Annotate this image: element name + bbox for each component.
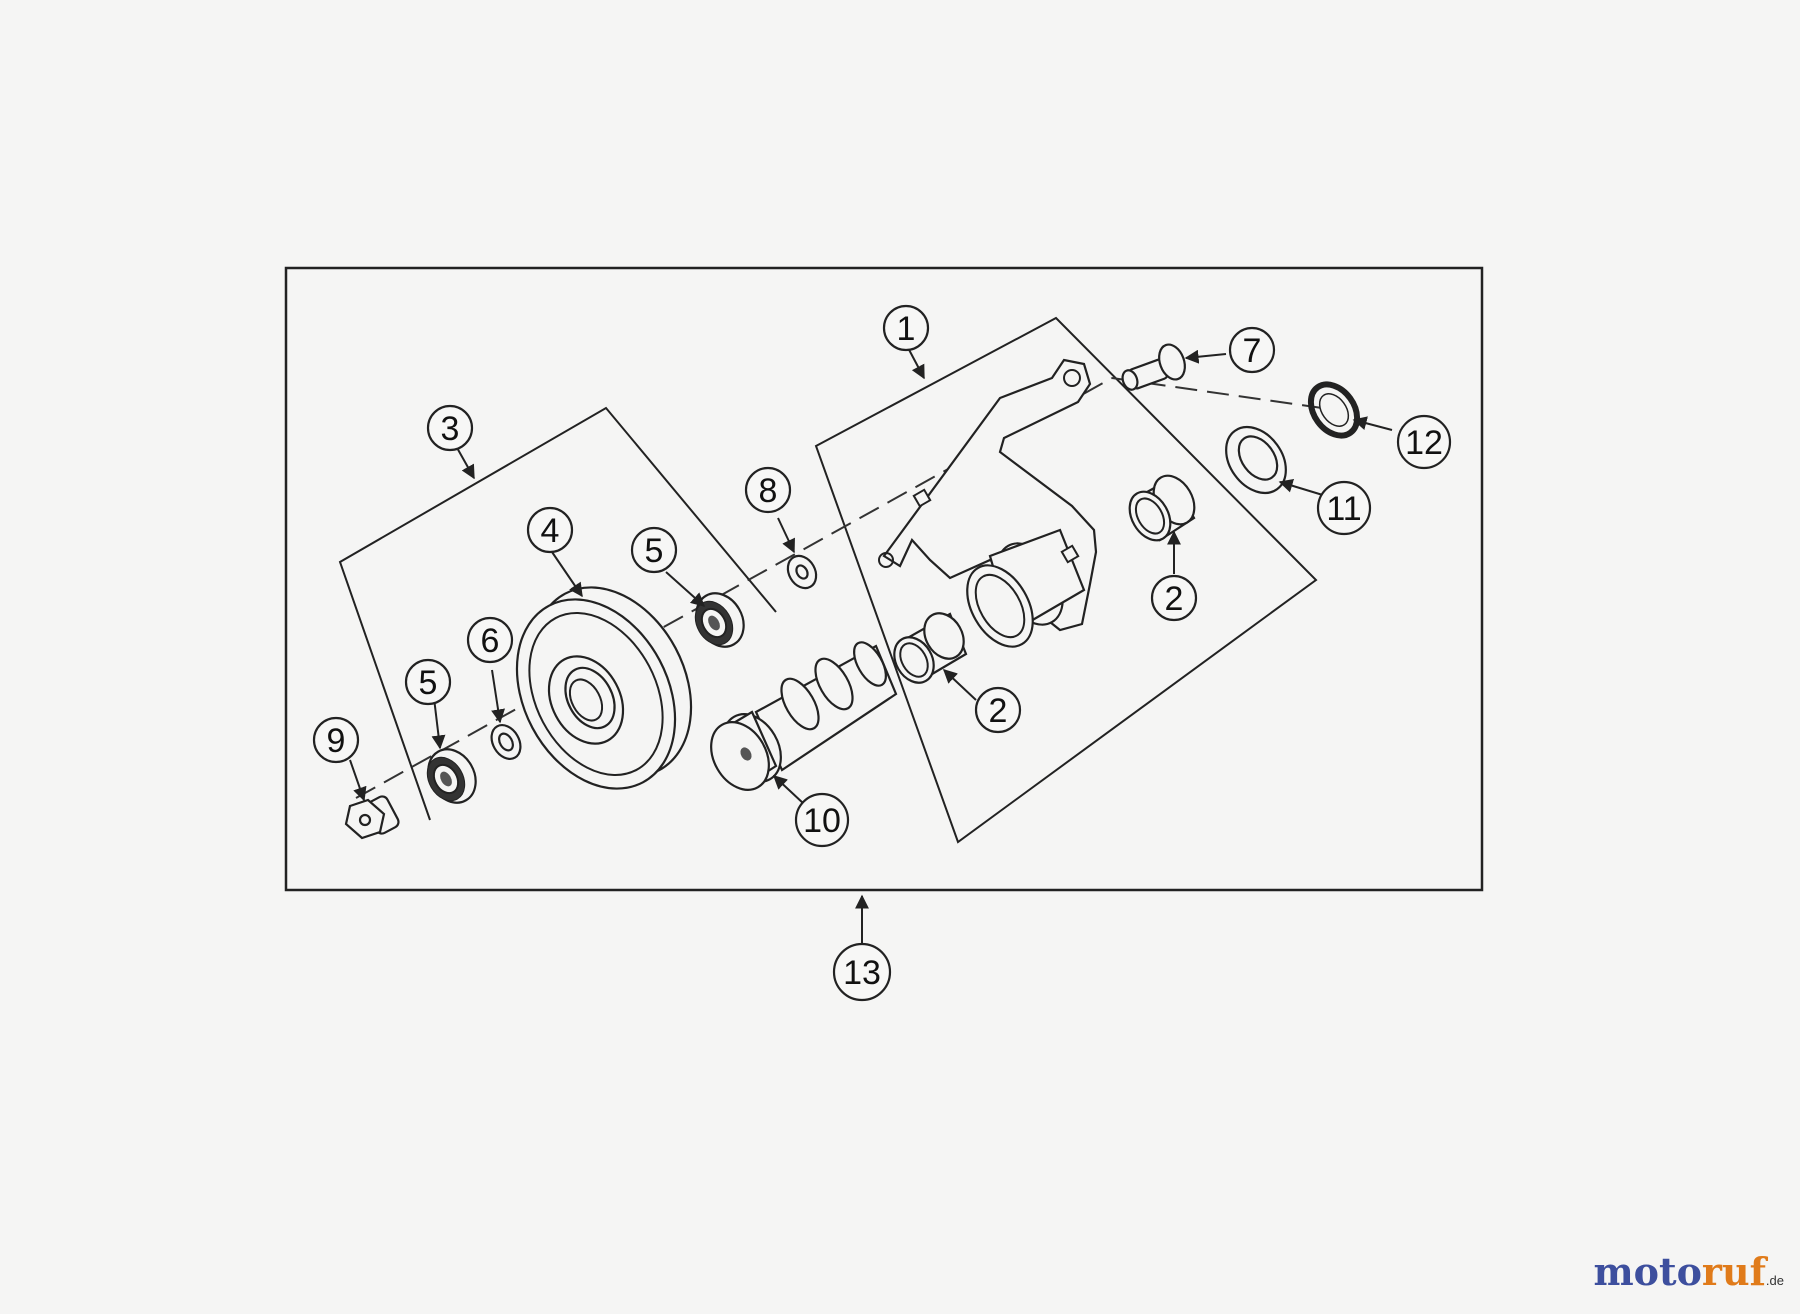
retaining-ring-part <box>1307 381 1361 439</box>
bearing-upper-part <box>694 592 745 648</box>
callout-12: 12 <box>1396 414 1452 470</box>
callout-10: 10 <box>794 792 850 848</box>
bushing-lower-part <box>893 612 968 684</box>
idler-arm-part <box>878 358 1098 648</box>
callout-3-label: 3 <box>441 410 460 448</box>
callout-13-label: 13 <box>843 954 881 992</box>
callout-9-label: 9 <box>327 722 346 760</box>
callout-3: 3 <box>426 404 474 452</box>
callout-5-bearing-lower: 5 <box>404 658 452 706</box>
callout-4-label: 4 <box>541 512 560 550</box>
thrust-washer-part <box>1225 426 1287 494</box>
callout-5-upper-label: 5 <box>645 532 664 570</box>
assembly-frame <box>284 266 1484 892</box>
callout-4: 4 <box>526 506 574 554</box>
callout-7: 7 <box>1228 326 1276 374</box>
callout-7-label: 7 <box>1243 332 1262 370</box>
brand-text-part-1: moto <box>1593 1249 1702 1294</box>
flange-nut-part <box>344 795 400 840</box>
callout-2-upper-label: 2 <box>1165 580 1184 618</box>
callout-10-label: 10 <box>803 802 841 840</box>
callout-13: 13 <box>832 942 892 1002</box>
bearing-lower-part <box>426 748 477 804</box>
idler-arm-subassembly-bracket <box>814 316 1318 844</box>
spacer-washer-part <box>786 554 818 590</box>
callout-6-label: 6 <box>481 622 500 660</box>
pulley-part <box>515 586 693 790</box>
callout-8-label: 8 <box>759 472 778 510</box>
callout-11: 11 <box>1316 480 1372 536</box>
callout-5-lower-label: 5 <box>419 664 438 702</box>
washer-part <box>490 724 522 760</box>
callout-2-lower-label: 2 <box>989 692 1008 730</box>
callout-2-bushing-lower: 2 <box>974 686 1022 734</box>
callout-2-bushing-upper: 2 <box>1150 574 1198 622</box>
callout-1: 1 <box>882 304 930 352</box>
callout-11-label: 11 <box>1326 490 1361 528</box>
brand-text-part-2: ruf <box>1701 1249 1766 1294</box>
bushing-upper-part <box>1128 474 1196 542</box>
callout-8: 8 <box>744 466 792 514</box>
callout-6: 6 <box>466 616 514 664</box>
callout-12-label: 12 <box>1405 424 1443 462</box>
pulley-subassembly-bracket <box>338 406 777 821</box>
shoulder-bolt-part <box>1121 343 1186 391</box>
shaft-part <box>710 641 898 791</box>
callout-9: 9 <box>312 716 360 764</box>
callout-1-label: 1 <box>897 310 916 348</box>
brand-tld: .de <box>1765 1273 1784 1288</box>
callout-5-bearing-upper: 5 <box>630 526 678 574</box>
brand-watermark: motoruf.de <box>1593 1249 1784 1294</box>
